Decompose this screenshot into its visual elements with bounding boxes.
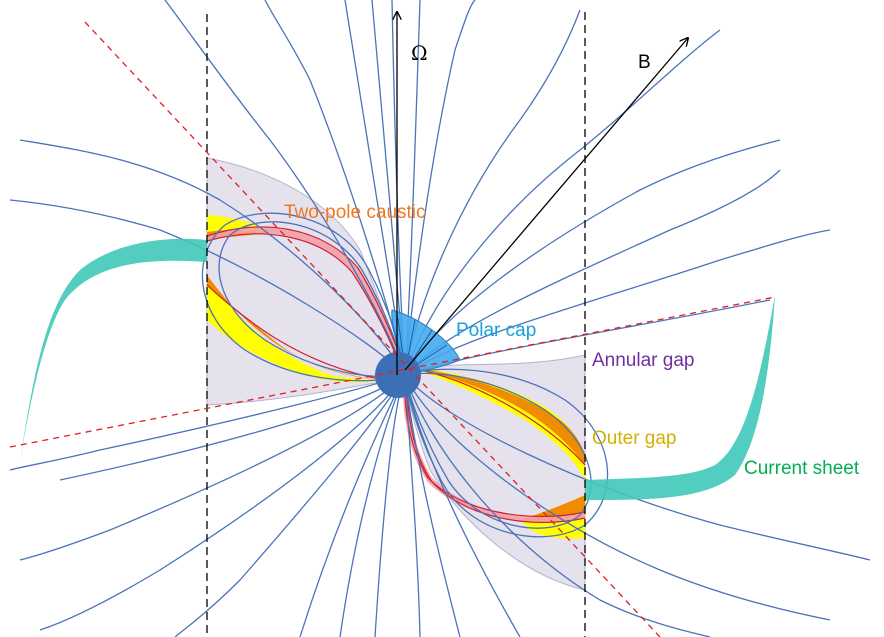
open-field-lines: [9, 0, 871, 637]
closed-field-lines: [201, 212, 609, 538]
light-cylinder: [206, 12, 586, 637]
neutron-star: [375, 352, 421, 398]
two-pole-caustic-label: Two-pole caustic: [284, 202, 426, 223]
omega-label: Ω: [411, 41, 428, 65]
outer-gap-label: Outer gap: [592, 428, 677, 449]
two-pole-caustic-edge: [206, 226, 586, 524]
polar-cap-label: Polar cap: [456, 320, 536, 341]
magnetic-axis-lines: [9, 21, 776, 637]
magnetic-axis-arrow: [404, 38, 688, 371]
b-field-label: B: [638, 52, 651, 73]
current-sheet-label: Current sheet: [744, 458, 860, 479]
annular-gap-label: Annular gap: [592, 350, 694, 371]
current-sheet: [20, 238, 775, 500]
